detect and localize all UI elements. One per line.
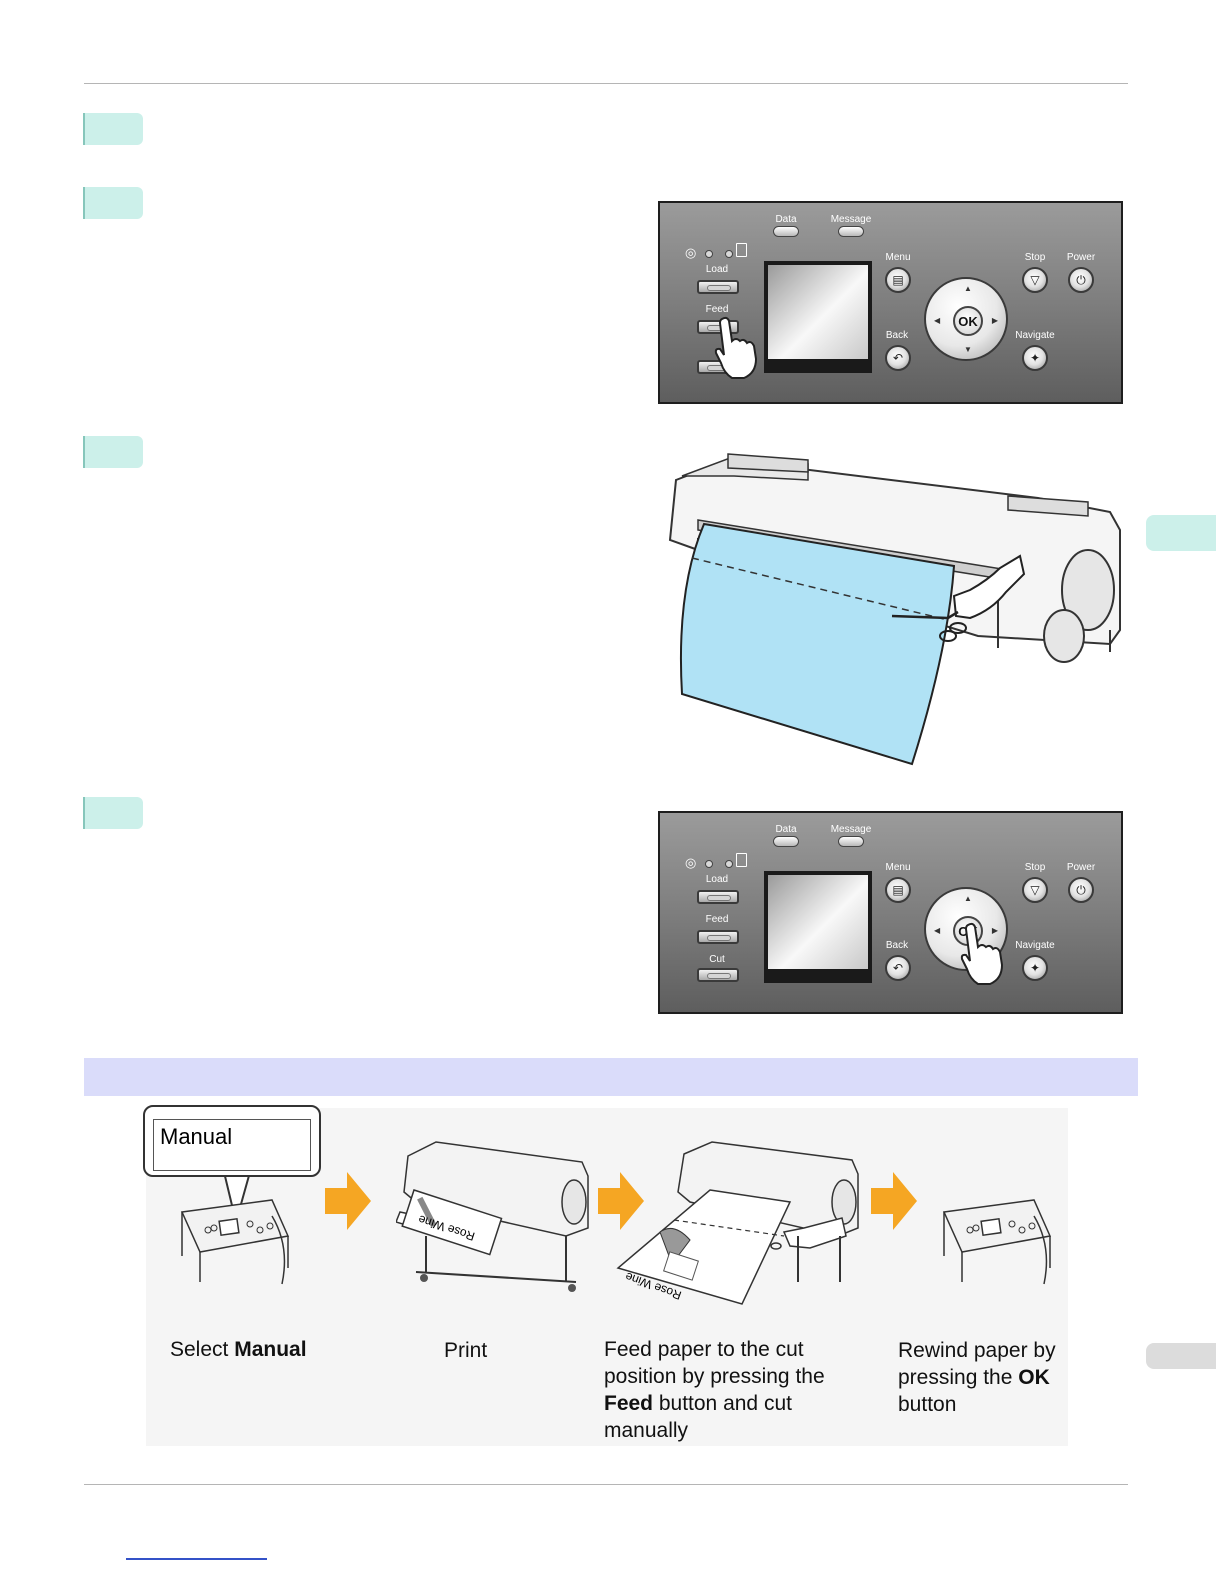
stop-button[interactable]: ▽ xyxy=(1022,267,1048,293)
feed-button[interactable] xyxy=(697,930,739,944)
pointing-hand-icon xyxy=(960,922,1004,985)
navigate-label: Navigate xyxy=(1015,330,1055,341)
data-lamp-label: Data xyxy=(775,824,797,835)
up-arrow-icon: ▲ xyxy=(964,284,972,293)
step-marker-2 xyxy=(83,187,143,219)
flow-arrow-icon xyxy=(325,1172,371,1230)
left-arrow-icon: ◀ xyxy=(934,926,941,935)
stop-icon: ▽ xyxy=(1030,273,1040,287)
data-lamp xyxy=(773,226,799,237)
flow-arrow-icon xyxy=(871,1172,917,1230)
power-icon: ⏻ xyxy=(1076,882,1086,897)
feed-label: Feed xyxy=(705,914,729,925)
step-marker-1 xyxy=(83,113,143,145)
stop-icon: ▽ xyxy=(1030,883,1040,897)
pointing-hand-icon xyxy=(714,316,758,379)
stop-button[interactable]: ▽ xyxy=(1022,877,1048,903)
navigate-icon: ✦ xyxy=(1029,351,1041,365)
data-lamp xyxy=(773,836,799,847)
power-button[interactable]: ⏻ xyxy=(1068,267,1094,293)
menu-label: Menu xyxy=(885,862,911,873)
sheet-lamp xyxy=(725,860,733,868)
message-lamp-label: Message xyxy=(830,824,872,835)
menu-icon: ▤ xyxy=(892,883,904,897)
feed-label: Feed xyxy=(705,304,729,315)
power-label: Power xyxy=(1066,252,1096,263)
menu-button[interactable]: ▤ xyxy=(885,267,911,293)
panel-display xyxy=(764,261,872,373)
power-icon: ⏻ xyxy=(1076,272,1086,287)
printer-cut-illustration xyxy=(658,440,1126,770)
printer-printing-illustration: Rose Wine xyxy=(396,1141,589,1292)
cut-label: Cut xyxy=(709,954,725,965)
back-icon: ↶ xyxy=(892,351,904,365)
roll-lamp xyxy=(705,250,713,258)
cut-button[interactable] xyxy=(697,968,739,982)
menu-icon: ▤ xyxy=(892,273,904,287)
sheet-icon xyxy=(736,853,747,867)
control-panel-feed: Data Message ◎ Load Feed Menu ▤ Back ↶ ▲… xyxy=(658,201,1123,404)
power-button[interactable]: ⏻ xyxy=(1068,877,1094,903)
data-lamp-label: Data xyxy=(775,214,797,225)
display-callout: Manual xyxy=(143,1105,321,1177)
down-arrow-icon: ▼ xyxy=(964,345,972,354)
stop-label: Stop xyxy=(1024,862,1046,873)
message-lamp xyxy=(838,226,864,237)
right-arrow-icon: ▶ xyxy=(991,926,998,935)
panel-display xyxy=(764,871,872,983)
back-icon: ↶ xyxy=(892,961,904,975)
flow-caption-2: Print xyxy=(444,1339,488,1362)
header-rule xyxy=(84,83,1128,84)
control-panel-ok: Data Message ◎ Load Feed Cut Menu ▤ Back… xyxy=(658,811,1123,1014)
navigate-label: Navigate xyxy=(1015,940,1055,951)
menu-button[interactable]: ▤ xyxy=(885,877,911,903)
load-label: Load xyxy=(705,264,729,275)
up-arrow-icon: ▲ xyxy=(964,894,972,903)
arrow-pad[interactable]: ▲ ▼ ◀ ▶ OK xyxy=(924,277,1008,361)
back-label: Back xyxy=(885,940,909,951)
flow-arrow-icon xyxy=(598,1172,644,1230)
left-arrow-icon: ◀ xyxy=(934,316,941,325)
flow-caption-4: Rewind paper by pressing the OK button xyxy=(898,1339,1056,1416)
load-button[interactable] xyxy=(697,890,739,904)
flow-caption-1: Select Manual xyxy=(170,1338,307,1361)
footer-rule xyxy=(84,1484,1128,1485)
page-link-underline[interactable] xyxy=(126,1558,267,1560)
stop-label: Stop xyxy=(1024,252,1046,263)
roll-icon: ◎ xyxy=(685,245,697,260)
message-lamp-label: Message xyxy=(830,214,872,225)
callout-text: Manual xyxy=(153,1119,311,1171)
navigate-button[interactable]: ✦ xyxy=(1022,955,1048,981)
message-lamp xyxy=(838,836,864,847)
printer-manual-cut-illustration: Rose Wine xyxy=(616,1141,859,1305)
side-index-tab[interactable] xyxy=(1146,1343,1216,1369)
load-button[interactable] xyxy=(697,280,739,294)
navigate-icon: ✦ xyxy=(1029,961,1041,975)
printer-panel-illustration xyxy=(942,1199,1052,1285)
side-chapter-tab[interactable] xyxy=(1146,515,1216,551)
printer-panel-illustration xyxy=(180,1199,290,1285)
roll-icon: ◎ xyxy=(685,855,697,870)
roll-lamp xyxy=(705,860,713,868)
menu-label: Menu xyxy=(885,252,911,263)
step-marker-4 xyxy=(83,797,143,829)
flow-caption-3: Feed paper to the cut position by pressi… xyxy=(604,1338,825,1442)
back-label: Back xyxy=(885,330,909,341)
right-arrow-icon: ▶ xyxy=(991,316,998,325)
back-button[interactable]: ↶ xyxy=(885,345,911,371)
load-label: Load xyxy=(705,874,729,885)
ok-button[interactable]: OK xyxy=(953,306,983,336)
sheet-icon xyxy=(736,243,747,257)
navigate-button[interactable]: ✦ xyxy=(1022,345,1048,371)
back-button[interactable]: ↶ xyxy=(885,955,911,981)
note-banner xyxy=(84,1058,1138,1096)
step-marker-3 xyxy=(83,436,143,468)
power-label: Power xyxy=(1066,862,1096,873)
sheet-lamp xyxy=(725,250,733,258)
